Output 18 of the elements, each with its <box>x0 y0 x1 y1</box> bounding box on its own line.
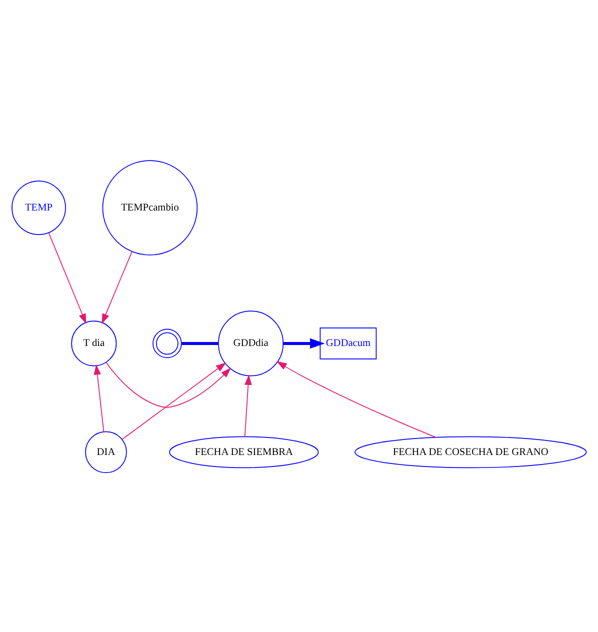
arrow <box>284 338 325 348</box>
arrow <box>122 362 226 440</box>
connector <box>182 341 218 344</box>
node-circle: DIA <box>85 430 127 473</box>
node-circle: GDDdia <box>218 310 284 376</box>
arrow <box>48 232 86 324</box>
node-circle: T dia <box>71 320 117 366</box>
arrow <box>276 360 436 438</box>
arrow <box>244 374 252 437</box>
node-cloud <box>152 328 182 358</box>
arrow <box>105 361 232 408</box>
node-ellipse: FECHA DE COSECHA DE GRANO <box>354 436 587 468</box>
arrow <box>94 364 104 432</box>
arrow <box>102 250 132 324</box>
node-circle: TEMPcambio <box>102 160 198 255</box>
node-circle: TEMP <box>12 180 66 234</box>
node-box: GDDacum <box>320 327 377 359</box>
node-ellipse: FECHA DE SIEMBRA <box>169 436 319 468</box>
